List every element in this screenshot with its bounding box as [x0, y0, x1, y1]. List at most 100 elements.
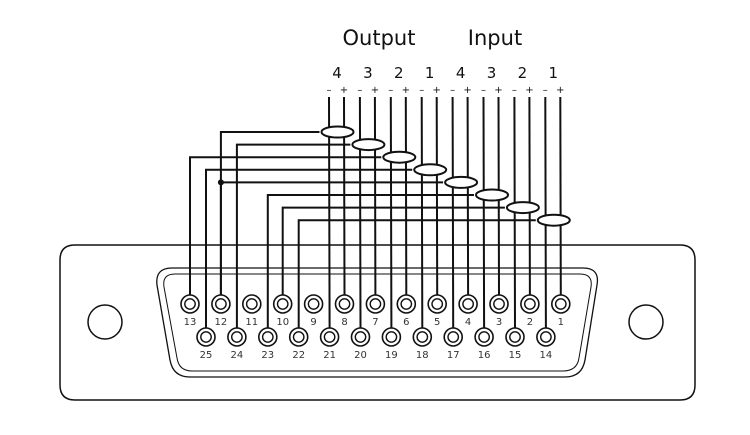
- pin-17: [443, 327, 464, 347]
- plus-label: +: [525, 85, 533, 96]
- pin-19: [381, 327, 402, 347]
- wire-minus: [358, 96, 362, 329]
- plus-label: +: [494, 85, 502, 96]
- pin-10: [272, 294, 293, 314]
- wire-minus: [544, 96, 547, 329]
- connector-shell: [59, 244, 696, 401]
- shield-wire: [235, 143, 351, 328]
- channel-label-input-2: 2: [518, 64, 528, 82]
- pin-13: [180, 294, 200, 314]
- pin-4: [458, 294, 478, 314]
- pin-number-label: 17: [447, 350, 460, 361]
- plus-label: +: [556, 85, 564, 96]
- pin-number-label: 23: [261, 350, 274, 361]
- channel-label-output-4: 4: [332, 64, 342, 82]
- pin-number-label: 4: [465, 317, 471, 328]
- pin-number-label: 6: [403, 317, 409, 328]
- shield-wire: [297, 219, 536, 328]
- pin-8: [334, 294, 355, 314]
- shield-ring: [475, 188, 509, 202]
- channel-label-input-4: 4: [456, 64, 466, 82]
- pin-number-label: 9: [310, 317, 316, 328]
- minus-label: –: [450, 85, 455, 96]
- pin-number-label: 21: [323, 350, 336, 361]
- shield-wire: [205, 168, 413, 328]
- output-header: Output: [343, 26, 416, 50]
- wire-minus: [482, 96, 486, 329]
- pin-15: [505, 327, 525, 347]
- mounting-hole-right: [628, 304, 664, 340]
- pin-14: [536, 327, 556, 347]
- pin-25: [196, 327, 216, 347]
- minus-label: –: [512, 85, 517, 96]
- pin-20: [350, 327, 371, 347]
- pin-9: [303, 294, 324, 314]
- pin-number-label: 11: [245, 317, 258, 328]
- shield-ring: [536, 213, 571, 227]
- pin-6: [396, 294, 417, 314]
- wire-minus: [451, 96, 455, 329]
- pin-number-label: 20: [354, 350, 367, 361]
- pin-number-label: 12: [215, 317, 228, 328]
- channel-label-output-2: 2: [394, 64, 404, 82]
- pin-number-label: 18: [416, 350, 429, 361]
- shield-ring: [351, 138, 386, 152]
- minus-label: –: [357, 85, 362, 96]
- shield-wire: [189, 156, 382, 295]
- plus-label: +: [433, 85, 441, 96]
- shield-wire: [281, 206, 505, 295]
- shield-ring: [413, 163, 448, 177]
- plus-label: +: [463, 85, 471, 96]
- junction-dot: [217, 179, 224, 186]
- shield-ring: [320, 125, 355, 139]
- plus-label: +: [371, 85, 379, 96]
- pin-22: [288, 327, 309, 347]
- pin-18: [412, 327, 433, 347]
- wire-minus: [389, 96, 393, 329]
- pin-number-label: 3: [496, 317, 502, 328]
- pin-number-label: 5: [434, 317, 440, 328]
- pin-12: [211, 294, 231, 314]
- pin-7: [365, 294, 386, 314]
- pin-21: [319, 327, 340, 347]
- plus-label: +: [402, 85, 410, 96]
- plus-label: +: [340, 85, 348, 96]
- minus-label: –: [543, 85, 548, 96]
- wire-layer: [189, 96, 571, 329]
- wire-minus: [420, 96, 424, 329]
- pin-2: [520, 294, 540, 314]
- pin-number-label: 8: [341, 317, 347, 328]
- shield-ring: [505, 201, 540, 215]
- shield-wire: [266, 194, 474, 328]
- pin-1: [550, 294, 571, 314]
- minus-label: –: [388, 85, 393, 96]
- pin-5: [427, 294, 448, 314]
- pin-number-label: 13: [184, 317, 197, 328]
- shield-ring: [382, 150, 417, 164]
- pin-number-label: 16: [478, 350, 491, 361]
- input-header: Input: [468, 26, 522, 50]
- pin-number-label: 10: [276, 317, 289, 328]
- pin-number-label: 2: [527, 317, 533, 328]
- pin-number-label: 14: [540, 350, 553, 361]
- channel-label-output-1: 1: [425, 64, 435, 82]
- wire-plus: [528, 96, 531, 296]
- connector-d-face-outer: [156, 267, 599, 378]
- shield-wire: [219, 181, 444, 295]
- pin-16: [474, 327, 494, 347]
- pin-number-label: 19: [385, 350, 398, 361]
- pin-3: [489, 294, 509, 314]
- pin-23: [257, 327, 278, 347]
- minus-label: –: [327, 85, 332, 96]
- channel-label-input-1: 1: [549, 64, 559, 82]
- minus-label: –: [481, 85, 486, 96]
- channel-label-input-3: 3: [487, 64, 497, 82]
- channel-label-output-3: 3: [363, 64, 373, 82]
- mounting-hole-left: [87, 304, 123, 340]
- pin-number-label: 25: [200, 350, 213, 361]
- connector-d-face-inner: [163, 273, 592, 372]
- pin-number-label: 22: [292, 350, 305, 361]
